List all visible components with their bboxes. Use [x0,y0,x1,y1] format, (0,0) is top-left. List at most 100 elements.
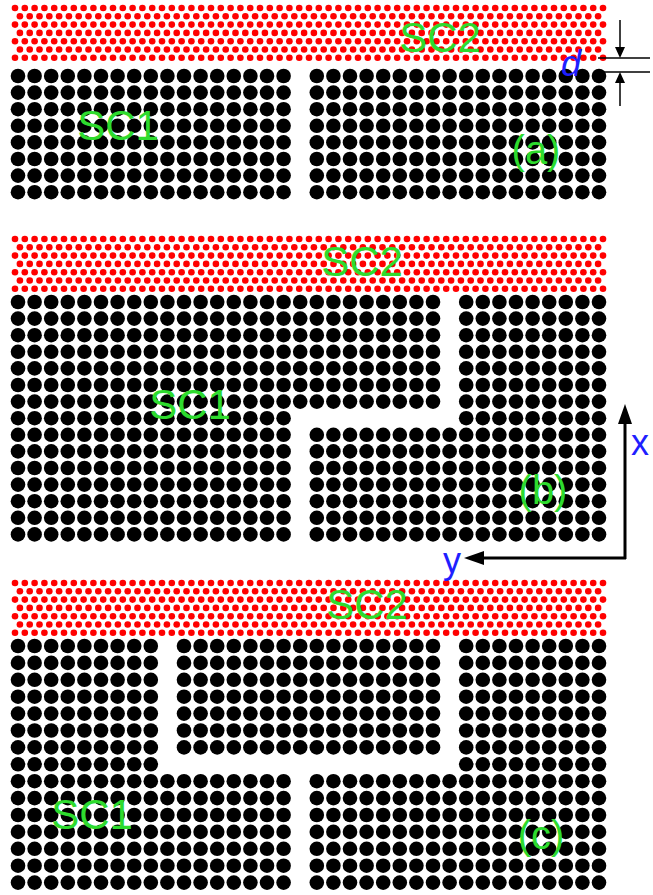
sc2-rod [428,588,435,595]
sc2-rod [17,605,24,612]
sc1-rod [476,119,491,134]
sc2-rod [178,286,185,293]
sc2-rod [51,286,58,293]
sc1-rod [376,152,391,167]
sc2-rod [41,580,48,587]
sc2-rod [85,244,92,251]
sc1-rod [376,394,391,409]
sc1-rod [110,168,125,183]
sc1-rod [492,361,507,376]
sc2-rod [526,605,533,612]
sc2-rod [90,269,97,276]
sc1-rod [409,361,424,376]
sc2-rod [565,621,572,628]
sc1-rod [61,428,76,443]
sc2-rod [17,621,24,628]
sc2-rod [438,588,445,595]
sc2-rod [61,21,68,28]
sc2-rod [423,252,430,259]
sc2-rod [365,38,372,45]
sc2-rod [22,38,29,45]
sc2-rod [149,630,156,637]
sc2-rod [46,277,53,284]
sc1-rod [11,378,26,393]
sc2-rod [443,580,450,587]
sc2-rod [423,613,430,620]
sc2-rod [590,613,597,620]
sc2-rod [232,261,239,268]
sc1-rod [310,494,325,509]
sc2-rod [502,38,509,45]
sc2-rod [75,244,82,251]
sc2-rod [590,5,597,12]
sc1-rod [393,168,408,183]
sc2-rod [115,30,122,37]
sc2-rod [472,613,479,620]
sc2-rod [12,21,19,28]
sc1-rod [359,394,374,409]
sc2-rod [414,630,421,637]
sc2-rod [31,5,38,12]
sc2-rod [384,5,391,12]
sc2-rod [80,286,87,293]
sc2-rod [22,269,29,276]
sc1-rod [227,311,242,326]
sc1-rod [243,119,258,134]
sc2-rod [213,588,220,595]
sc2-rod [75,261,82,268]
sc1-rod [293,378,308,393]
sc1-rod [77,69,92,84]
sc2-rod [443,236,450,243]
sc2-rod [423,269,430,276]
sc2-rod [497,588,504,595]
sc1-rod [559,295,574,310]
sc1-rod [310,152,325,167]
sc2-rod [71,38,78,45]
sc1-rod [210,119,225,134]
sc1-rod [243,185,258,200]
sc1-rod [459,102,474,117]
sc1-rod [592,135,607,150]
sc2-rod [66,621,73,628]
sc1-rod [243,102,258,117]
sc2-rod [487,588,494,595]
sc2-rod [374,630,381,637]
sc2-rod [164,261,171,268]
sc2-rod [71,596,78,603]
sc2-rod [580,269,587,276]
sc2-rod [306,613,313,620]
sc2-rod [301,261,308,268]
sc2-rod [546,621,553,628]
sc1-rod [559,378,574,393]
sc1-rod [44,85,59,100]
sc1-rod [11,152,26,167]
sc2-rod [556,244,563,251]
sc1-rod [144,428,159,443]
sc2-rod [551,55,558,62]
sc2-rod [389,30,396,37]
sc2-rod [512,269,519,276]
sc1-rod [94,444,109,459]
sc1-rod [542,428,557,443]
sc1-rod [160,85,175,100]
sc2-rod [281,588,288,595]
sc2-rod [120,630,127,637]
sc2-rod [193,13,200,20]
sc1-rod [11,185,26,200]
sc2-rod [585,277,592,284]
sc2-rod [570,286,577,293]
sc2-rod [252,13,259,20]
sc1-rod [542,345,557,360]
sc1-rod [310,119,325,134]
sc2-rod [267,269,274,276]
sc2-rod [531,5,538,12]
sc2-rod [173,244,180,251]
sc2-rod [252,277,259,284]
sc2-rod [227,596,234,603]
sc1-rod [110,85,125,100]
sc2-rod [389,13,396,20]
sc2-rod [463,596,470,603]
sc2-rod [433,596,440,603]
sc1-rod [476,461,491,476]
sc2-rod [595,277,602,284]
